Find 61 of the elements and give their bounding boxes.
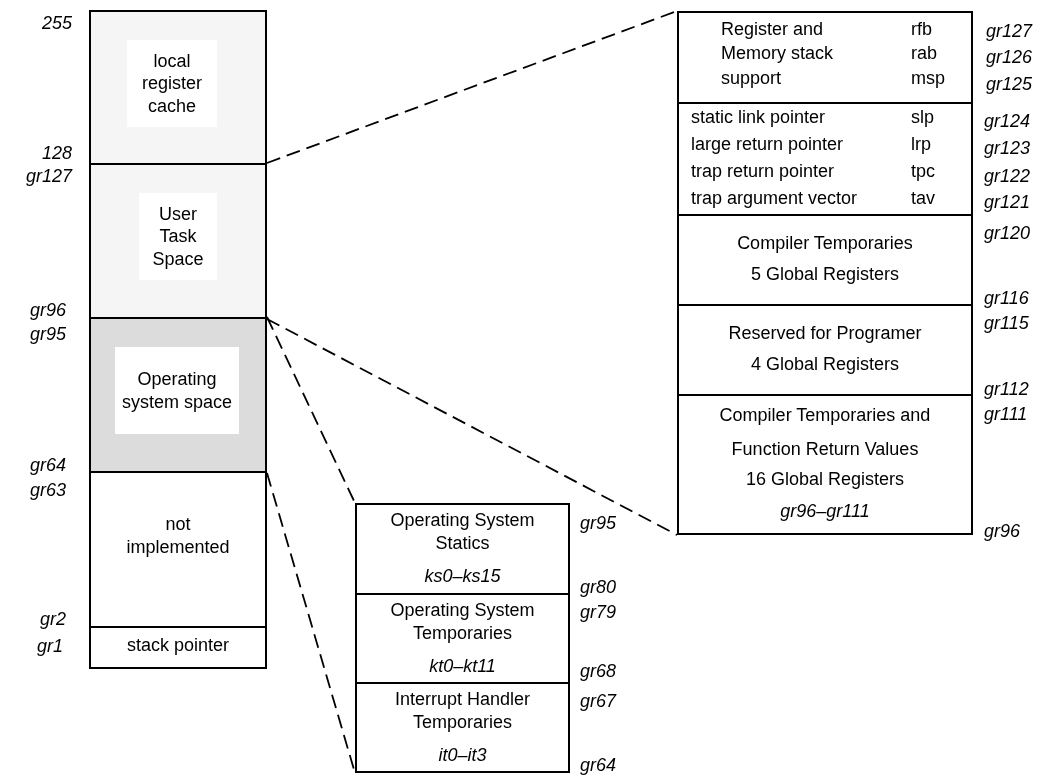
register-number: gr95	[29, 325, 66, 343]
row-label: stack pointer	[125, 634, 231, 657]
row-label: Compiler Temporaries and Function Return Values	[718, 404, 932, 461]
memory-segment	[89, 10, 267, 165]
row-label: Compiler Temporaries	[736, 232, 914, 255]
segment-label: Operating system space	[115, 347, 239, 434]
register-number: gr68	[580, 662, 617, 680]
register-number: gr95	[580, 514, 617, 532]
row-label: lrp	[911, 133, 932, 156]
register-number: gr125	[986, 75, 1033, 93]
register-number: gr121	[984, 193, 1031, 211]
memory-segment	[89, 163, 267, 319]
memory-segment	[89, 471, 267, 628]
register-range: it0–it3	[437, 744, 488, 767]
register-number: gr111	[984, 405, 1028, 423]
row-label: Reserved for Programer	[727, 322, 923, 345]
row-label: tpc	[911, 160, 936, 183]
row-label: trap argument vector	[691, 187, 859, 210]
row-label: tav	[911, 187, 936, 210]
row-label: rfb rab msp	[911, 18, 946, 90]
register-number: gr96	[984, 522, 1021, 540]
register-number: gr1	[37, 637, 63, 655]
row-label: Operating System Temporaries	[389, 599, 536, 646]
register-range: kt0–kt11	[428, 655, 497, 678]
dashed-connector	[266, 316, 356, 504]
register-number: gr127	[25, 167, 72, 185]
memory-segment	[89, 317, 267, 473]
register-panel	[677, 11, 973, 535]
row-label: 4 Global Registers	[749, 353, 901, 376]
register-number: gr116	[984, 289, 1029, 307]
register-number: gr122	[984, 167, 1031, 185]
register-number: gr2	[40, 610, 66, 628]
segment-label: local register cache	[127, 40, 217, 127]
register-number: gr115	[984, 314, 1029, 332]
row-label: 16 Global Registers	[744, 468, 906, 491]
memory-segment	[89, 626, 267, 669]
register-range: gr96–gr111	[779, 500, 871, 523]
register-number: gr64	[29, 456, 66, 474]
register-number: gr120	[984, 224, 1031, 242]
register-number: gr67	[580, 692, 617, 710]
register-range: ks0–ks15	[423, 565, 502, 588]
row-label: Interrupt Handler Temporaries	[393, 688, 532, 735]
row-label: slp	[911, 106, 935, 129]
row-label: trap return pointer	[691, 160, 836, 183]
dashed-connector	[266, 318, 678, 536]
register-panel	[355, 503, 570, 773]
row-label: Operating System Statics	[389, 509, 536, 556]
row-label: static link pointer	[691, 106, 827, 129]
register-number: 128	[41, 144, 72, 162]
register-number: 255	[41, 14, 72, 32]
row-label: not implemented	[125, 513, 231, 560]
row-label: large return pointer	[691, 133, 845, 156]
register-number: gr126	[986, 48, 1033, 66]
register-number: gr127	[986, 22, 1033, 40]
register-number: gr63	[29, 481, 66, 499]
register-number: gr96	[29, 301, 66, 319]
row-label: Register and Memory stack support	[721, 18, 835, 90]
register-number: gr80	[580, 578, 617, 596]
register-number: gr112	[984, 380, 1029, 398]
row-label: 5 Global Registers	[749, 263, 901, 286]
segment-label: User Task Space	[139, 193, 217, 280]
